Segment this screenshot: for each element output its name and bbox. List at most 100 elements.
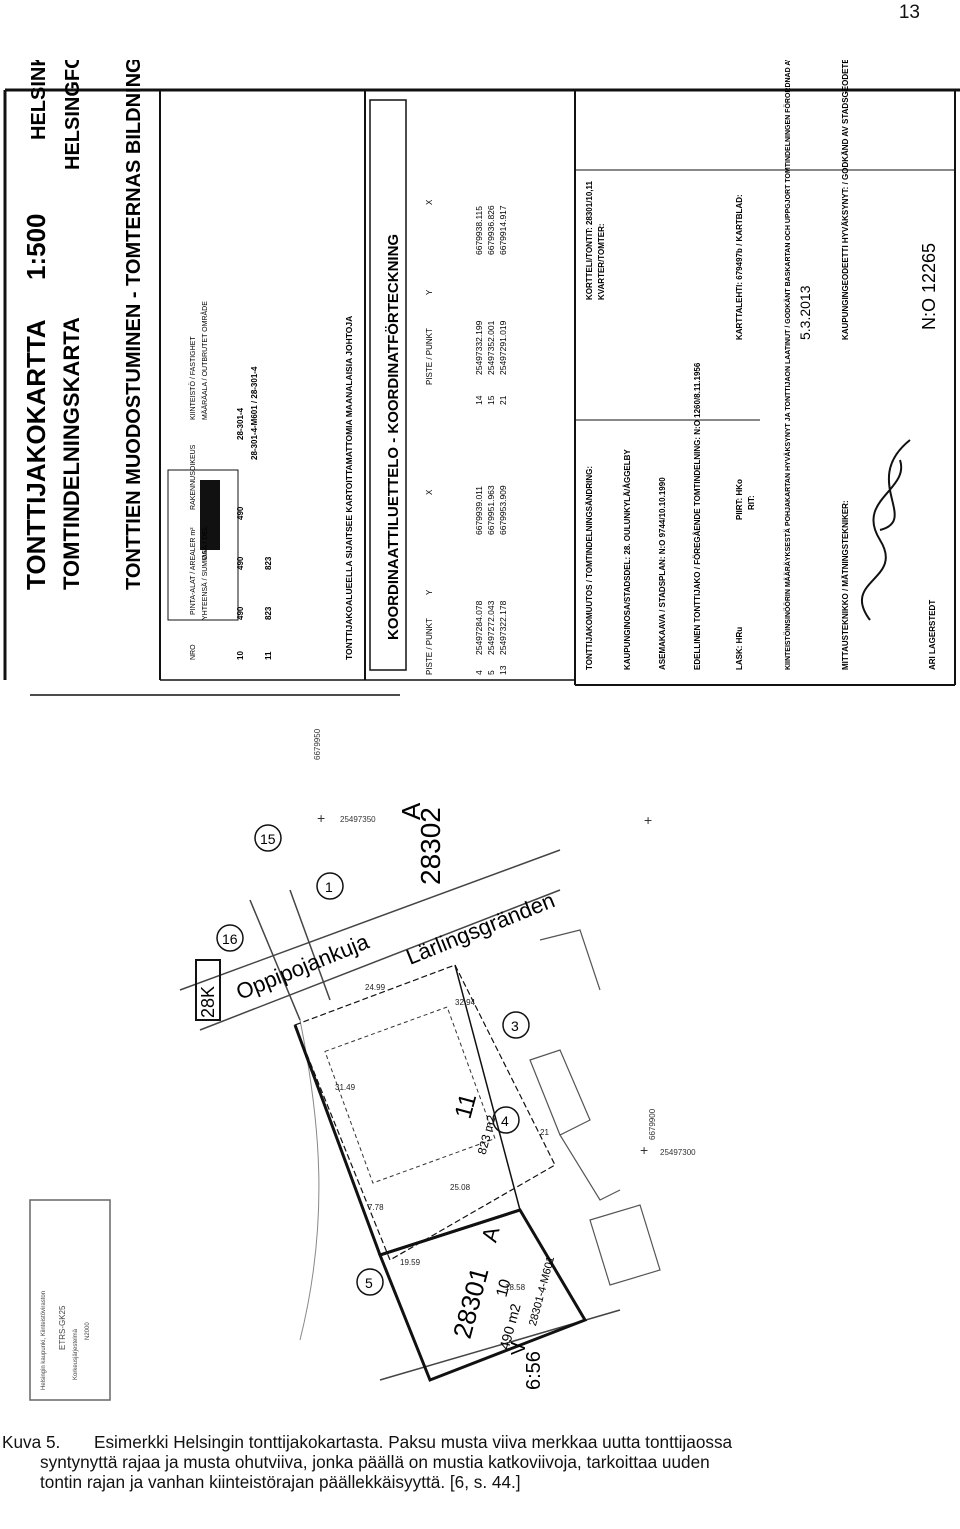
svg-text:6679936.826: 6679936.826 [486, 205, 496, 255]
coord-tick: 25497350 [340, 815, 376, 824]
svg-text:5: 5 [486, 670, 496, 675]
point-4: 4 [501, 1113, 509, 1129]
area-row-part: 823 [264, 556, 273, 570]
info-district: KAUPUNGINOSA/STADSDEL: 28. OULUNKYLÄ/ÅGG… [623, 449, 632, 670]
grid-cross: + [644, 812, 652, 828]
grid-cross: + [317, 810, 325, 826]
coord-header: PISTE / PUNKT [425, 618, 434, 675]
info-drawn: LASK: HRu [735, 627, 744, 670]
svg-text:6679914.917: 6679914.917 [498, 205, 508, 255]
area-table: NRO PINTA-ALAT / AREALER m² RAKENNUSOIKE… [167, 301, 273, 660]
city-sv: HELSINGFORS [62, 60, 84, 170]
area-header-nro: NRO [190, 644, 197, 660]
coord-row: 13 25497322.178 6679953.909 21 25497291.… [498, 205, 508, 675]
block-28302: 28302 [415, 807, 446, 885]
plot-division-map-figure: TONTTIJAKOKARTTA 1:500 HELSINKI TOMTINDE… [0, 0, 960, 1410]
info-drawn3: RIT: [747, 495, 756, 510]
point-1: 1 [325, 879, 333, 895]
figure-caption: Kuva 5. Esimerkki Helsingin tonttijakokar… [2, 1432, 952, 1492]
area-row-total: 823 [264, 606, 273, 620]
caption-line-1: Esimerkki Helsingin tonttijakokartasta. … [94, 1432, 733, 1452]
map-drawing: Helsingin kaupunki, Kiinteistöviraston E… [29, 728, 696, 1401]
dim-label: 32.94 [455, 998, 476, 1007]
coord-tick: 6679950 [313, 728, 322, 760]
underground-note: TONTTIJAKOALUEELLA SIJAITSEE KARTOITTAMA… [344, 316, 354, 660]
area-sub-outbrutet: MÄÄRÄALA / OUTBRUTET OMRÅDE [200, 301, 209, 420]
district-28k: 28K [198, 986, 218, 1018]
svg-text:25497291.019: 25497291.019 [498, 320, 508, 375]
svg-text:25497284.078: 25497284.078 [474, 600, 484, 655]
svg-text:14: 14 [474, 395, 484, 405]
coord-header: X [425, 199, 434, 205]
svg-text:25497272.043: 25497272.043 [486, 600, 496, 655]
grid-cross: + [640, 1142, 648, 1158]
title-sv: TOMTINDELNINGSKARTA [59, 317, 84, 590]
dim-label: 18.58 [505, 1283, 526, 1292]
coord-tick: 6679900 [648, 1108, 657, 1140]
info-date: 5.3.2013 [797, 285, 813, 340]
area-row-build: 490 [236, 506, 245, 520]
info-approved-by: KAUPUNGINGEODEETTI HYVÄKSYNYT: / GODKÄND… [841, 60, 850, 340]
svg-text:21: 21 [498, 395, 508, 405]
point-markers: 15 1 16 3 4 5 [216, 824, 530, 1296]
lot-v: V [508, 1341, 530, 1355]
info-approval: KIINTEISTÖINSINÖÖRIN MÄÄRÄYKSESTÄ POHJAK… [783, 60, 792, 670]
page-number: 13 [898, 2, 920, 23]
area-header-estate: KIINTEISTÖ / FASTIGHET [189, 336, 197, 420]
area-row-total: 490 [236, 606, 245, 620]
dim-label: 7.78 [368, 1203, 384, 1212]
svg-text:13: 13 [498, 665, 508, 675]
area-sub-total: YHTEENSÄ / SUMMA [201, 550, 209, 620]
caption-label: Kuva 5. [2, 1432, 61, 1452]
svg-text:25497332.199: 25497332.199 [474, 320, 484, 375]
area-row-nro: 10 [236, 651, 245, 660]
stamp-line: N2000 [85, 1322, 91, 1340]
coord-title: KOORDINAATTILUETTELO - KOORDINATFÖRTECKN… [385, 234, 402, 640]
svg-text:6679938.115: 6679938.115 [474, 206, 484, 255]
title-block: TONTTIJAKOKARTTA 1:500 HELSINKI TOMTINDE… [3, 0, 960, 696]
subtitle: TONTTIEN MUODOSTUMINEN - TOMTERNAS BILDN… [123, 60, 145, 590]
coord-header: Y [425, 289, 434, 295]
dim-label: 31.49 [335, 1083, 356, 1092]
coord-header: Y [425, 589, 434, 595]
lot-11-area: 823 m2 [475, 1113, 499, 1156]
caption-line-2: syntynyttä rajaa ja musta ohutviiva, jon… [40, 1452, 710, 1472]
city-fi: HELSINKI [28, 60, 50, 140]
stamp-line: Korkeusjärjestelmä [73, 1328, 79, 1380]
area-sub-part: OSA / DEL [202, 526, 209, 560]
block-28302-lot: A [396, 802, 426, 820]
svg-text:4: 4 [474, 670, 484, 675]
signature [861, 439, 911, 621]
area-header-rights: RAKENNUSOIKEUS [190, 444, 197, 510]
svg-text:25497322.178: 25497322.178 [498, 600, 508, 655]
lot-10-number: 10 [494, 1277, 515, 1299]
svg-text:6679951.963: 6679951.963 [486, 485, 496, 535]
info-sheet: KARTTALEHTI: 679497b / KARTBLAD: [735, 194, 744, 340]
info-block-sv: KVARTER/TOMTER: [597, 223, 606, 300]
info-drawn2: PIIRT: HKo [735, 479, 744, 520]
info-change: TONTTIJAKOMUUTOS / TOMTINDELNINGSÄNDRING… [585, 466, 594, 670]
coord-tick: 25497300 [660, 1148, 696, 1157]
area-header-areas: PINTA-ALAT / AREALER m² [190, 527, 197, 615]
dim-label: 24.99 [365, 983, 386, 992]
area-row-nro: 11 [264, 651, 273, 660]
coord-row: 5 25497272.043 6679951.963 15 25497352.0… [486, 205, 496, 675]
block-28301: 28301 [447, 1264, 495, 1342]
dim-label: 25.08 [450, 1183, 471, 1192]
caption-line-3: tontin rajan ja vanhan kiinteistörajan p… [40, 1472, 521, 1492]
stamp-line: ETRS-GK25 [58, 1305, 67, 1350]
info-prev: EDELLINEN TONTTIJAKO / FÖREGÅENDE TOMTIN… [693, 362, 702, 670]
point-3: 3 [511, 1018, 519, 1034]
stamp-box [29, 1199, 111, 1401]
plan-ref: 6:56 [523, 1351, 545, 1390]
info-surveyor: MITTAUSTEKNIKKO / MÄTNINGSTEKNIKER: [841, 500, 850, 670]
parcel-id: 28301-4-M601 [527, 1255, 557, 1327]
coord-header: X [425, 489, 434, 495]
street-oppipojankuja: Oppipojankuja [233, 928, 373, 1004]
coord-row: 4 25497284.078 6679939.011 14 25497332.1… [474, 206, 484, 675]
point-16: 16 [222, 931, 238, 947]
area-row-part: 490 [236, 556, 245, 570]
area-row-estate: 28-301-4 [236, 407, 245, 440]
info-block: KORTTELI/TONTIT: 28301/10,11 [585, 180, 594, 300]
stamp-line: Helsingin kaupunki, Kiinteistöviraston [41, 1291, 47, 1390]
